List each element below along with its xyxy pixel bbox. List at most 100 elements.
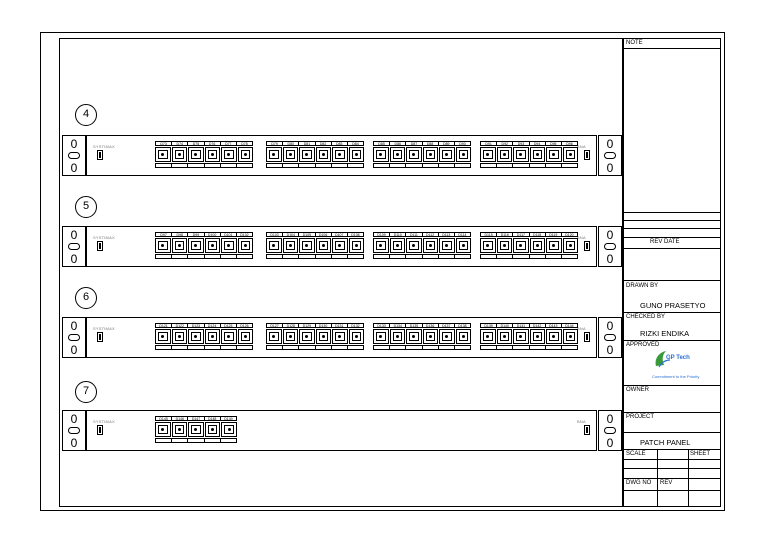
port-indicator — [97, 150, 103, 160]
port-indicator — [584, 150, 590, 160]
rj45-port — [546, 329, 562, 344]
rj45-port — [496, 329, 512, 344]
rj45-port — [513, 147, 529, 162]
port-label: D105 — [298, 233, 314, 236]
port-row — [266, 238, 364, 253]
rj45-port — [529, 147, 545, 162]
mounting-slot — [604, 152, 616, 159]
tb-divider — [623, 48, 721, 49]
tb-divider — [623, 468, 721, 469]
port-label: D98 — [171, 233, 187, 236]
strip-cell — [219, 346, 236, 349]
strip-cell — [203, 439, 220, 442]
strip-cell — [171, 439, 187, 442]
port-label: D76 — [203, 142, 220, 145]
rj45-port — [422, 329, 438, 344]
ear-label: 0 — [606, 161, 614, 175]
strip-cell — [560, 346, 577, 349]
port-label: D101 — [219, 233, 236, 236]
port-label: D118 — [528, 233, 545, 236]
designation-strip — [373, 163, 471, 168]
tb-header: NOTE — [626, 40, 643, 46]
port-label: D104 — [282, 233, 298, 236]
title-block — [623, 38, 721, 507]
callout-6: 6 — [75, 287, 97, 309]
strip-cell — [171, 346, 187, 349]
strip-cell — [512, 164, 528, 167]
port-label: D106 — [314, 233, 331, 236]
port-label: D73 — [160, 142, 167, 145]
port-label: D122 — [171, 324, 187, 327]
mounting-slot — [68, 243, 80, 250]
rj45-port — [155, 329, 171, 344]
rj45-port — [439, 329, 455, 344]
port-row — [373, 238, 471, 253]
port-row — [480, 329, 578, 344]
port-indicator — [97, 241, 103, 251]
rj45-port — [155, 238, 171, 253]
tb-drawn-label: DRAWN BY — [626, 283, 659, 289]
port-row — [480, 238, 578, 253]
rj45-port — [348, 238, 364, 253]
port-label: D134 — [389, 324, 405, 327]
designation-strip — [480, 254, 578, 259]
port-label: D124 — [203, 324, 220, 327]
rj45-port — [155, 147, 171, 162]
rj45-port — [299, 329, 315, 344]
rj45-port — [480, 329, 496, 344]
rj45-port — [562, 329, 578, 344]
strip-cell — [235, 255, 252, 258]
strip-cell — [203, 164, 220, 167]
strip-cell — [544, 346, 561, 349]
port-label: D92 — [496, 142, 512, 145]
strip-cell — [346, 346, 363, 349]
ear-label: 0 — [606, 343, 614, 357]
rj45-port — [546, 238, 562, 253]
port-label: D127 — [270, 324, 279, 327]
port-label: D82 — [314, 142, 331, 145]
port-label: D143 — [544, 324, 561, 327]
designation-strip — [155, 438, 237, 443]
ear-label: 0 — [70, 412, 78, 426]
port-label: D149 — [219, 417, 236, 420]
port-label: D131 — [330, 324, 347, 327]
tb-divider — [623, 340, 721, 341]
strip-cell — [453, 255, 470, 258]
ear-label: 0 — [70, 161, 78, 175]
port-row — [266, 329, 364, 344]
port-label: D99 — [187, 233, 203, 236]
rj45-port — [332, 147, 348, 162]
rj45-port — [282, 147, 298, 162]
strip-cell — [389, 164, 405, 167]
port-label: D90 — [453, 142, 470, 145]
rj45-port — [282, 329, 298, 344]
port-label: D84 — [346, 142, 363, 145]
strip-cell — [298, 346, 314, 349]
port-row — [373, 147, 471, 162]
tb-scale-label: SCALE — [626, 451, 646, 457]
tb-rev-header: REV DATE — [650, 239, 680, 245]
ear-label: 0 — [606, 436, 614, 450]
port-label: D113 — [437, 233, 454, 236]
rj45-port — [188, 329, 204, 344]
rj45-port — [204, 329, 220, 344]
tb-rev-label: REV — [660, 480, 673, 486]
rj45-port — [439, 238, 455, 253]
rj45-port — [188, 147, 204, 162]
strip-cell — [453, 346, 470, 349]
designation-strip — [155, 345, 253, 350]
strip-cell — [544, 255, 561, 258]
strip-cell — [374, 164, 389, 167]
brand-label: SYSTIMAX — [93, 419, 115, 424]
